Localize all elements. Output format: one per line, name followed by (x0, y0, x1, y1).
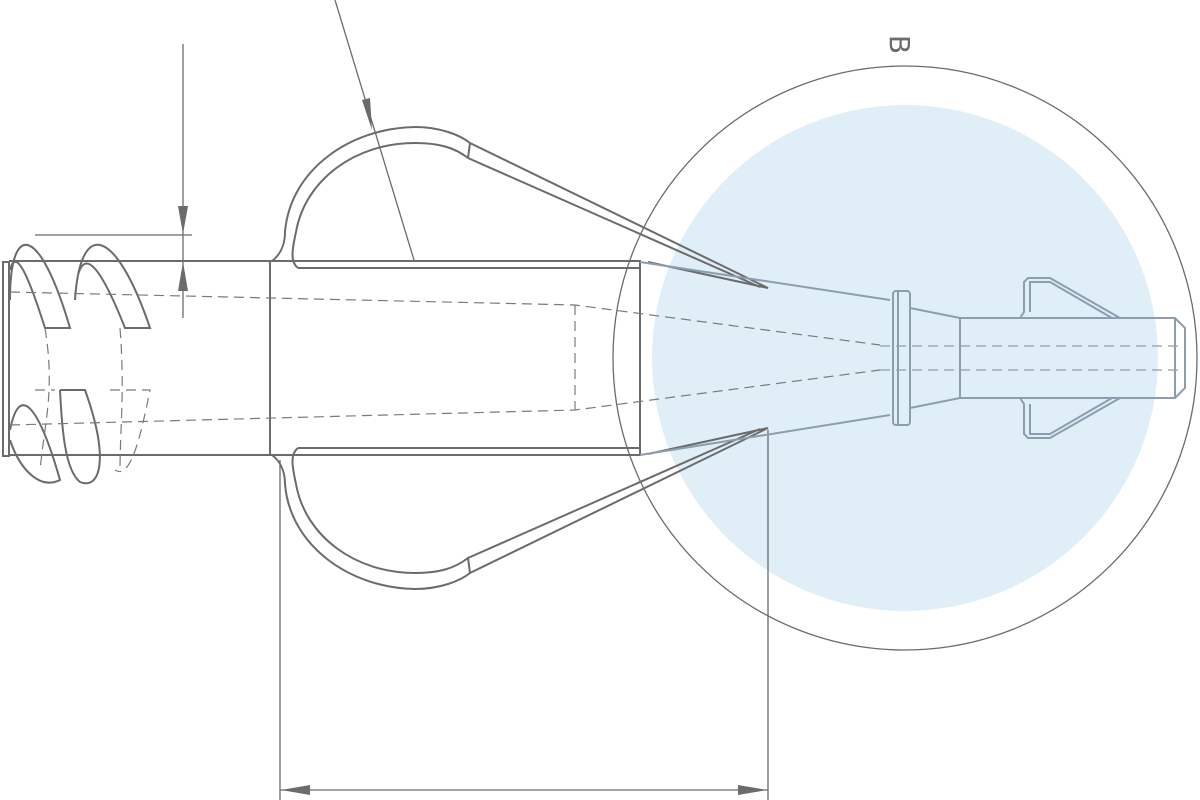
detail-tip (639, 261, 1186, 456)
horizontal-dimension (279, 430, 769, 800)
spring-coils (2, 243, 270, 485)
vertical-dimension (35, 44, 192, 318)
detail-highlight (652, 105, 1158, 611)
leader-arrow (334, 0, 415, 261)
detail-label: B (883, 34, 917, 55)
detail-circle-outline (612, 65, 1198, 651)
main-body (9, 125, 881, 591)
